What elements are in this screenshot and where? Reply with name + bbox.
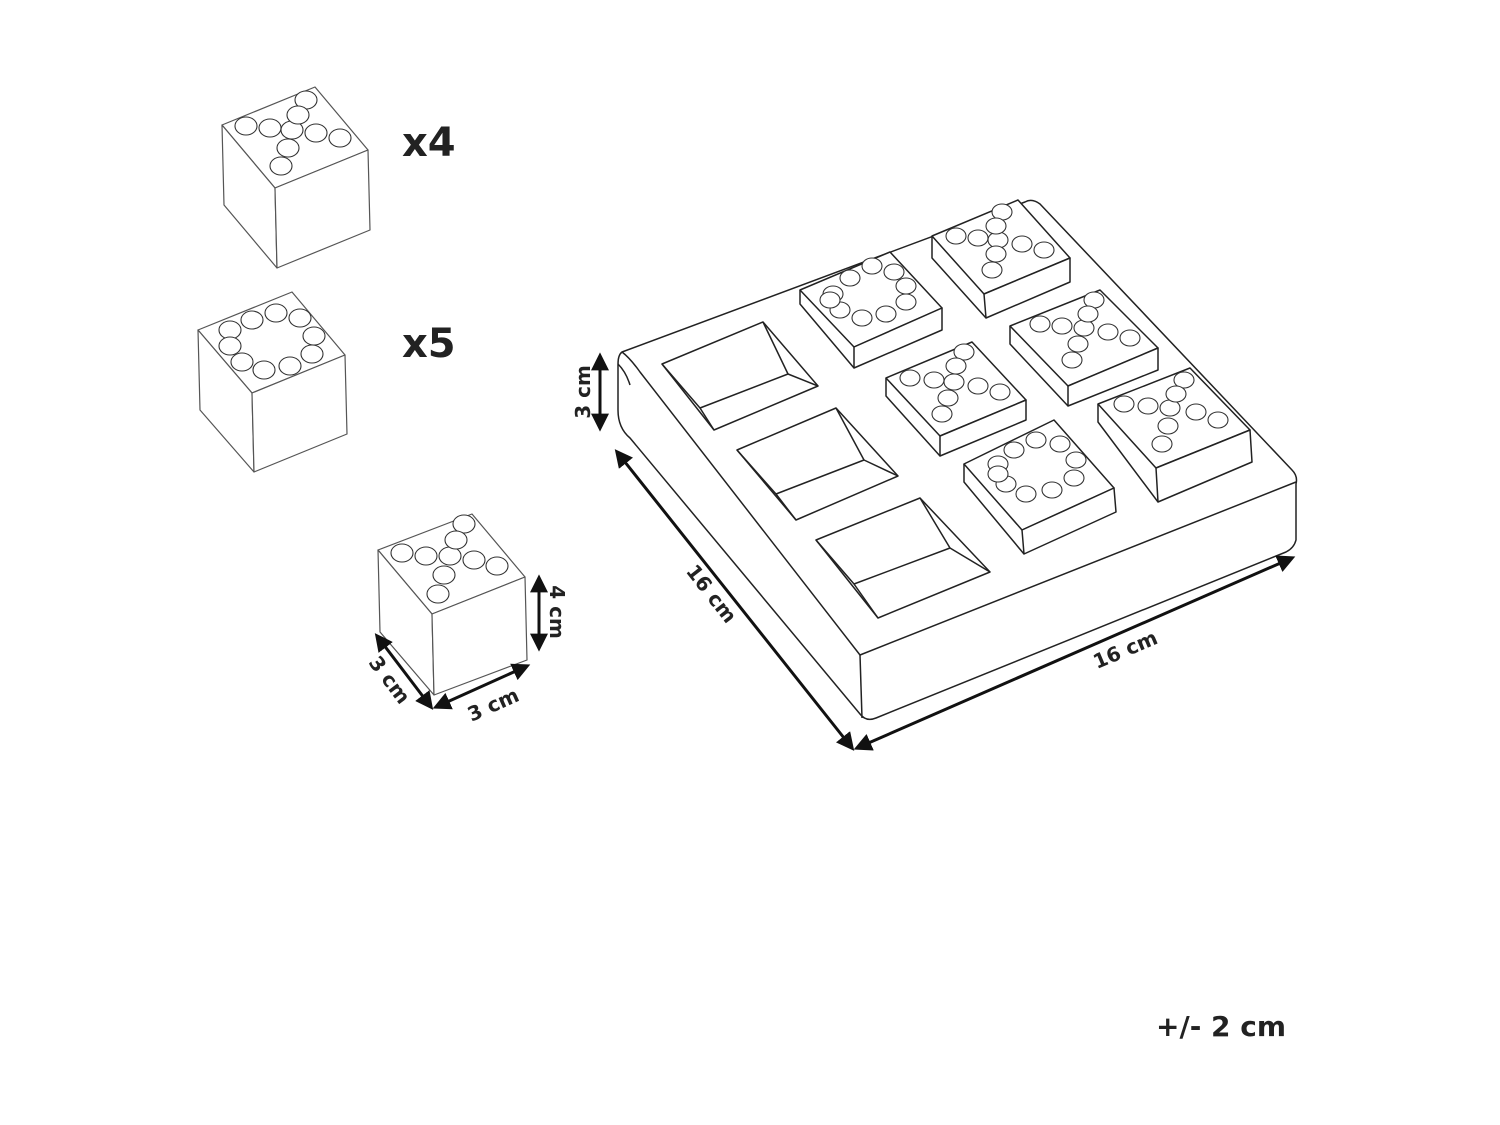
x-dots xyxy=(234,90,352,176)
o-piece-illustration xyxy=(197,291,348,473)
board-o-piece-1 xyxy=(799,251,943,369)
piece-x-dots xyxy=(390,514,509,604)
board-illustration xyxy=(617,199,1298,721)
board-x-piece-2 xyxy=(885,341,1027,457)
board-width-arrow xyxy=(853,555,1296,751)
board-height-label: 3 cm xyxy=(571,365,595,419)
o-dots xyxy=(218,303,326,380)
x-piece-illustration xyxy=(221,86,371,269)
board-x-piece-1 xyxy=(931,199,1071,319)
x-count-label: x4 xyxy=(402,120,456,166)
o-count-label: x5 xyxy=(402,321,456,367)
piece-depth-arrow xyxy=(374,633,434,710)
board-depth-arrow xyxy=(614,449,855,751)
board-width-label: 16 cm xyxy=(1090,625,1162,673)
piece-width-arrow xyxy=(432,663,531,710)
board-slot-empty-1 xyxy=(661,321,819,431)
board-o-piece-2 xyxy=(963,419,1117,555)
board-x-piece-3 xyxy=(1009,289,1159,407)
board-x-piece-4 xyxy=(1097,367,1253,503)
piece-height-label: 4 cm xyxy=(545,585,569,639)
tolerance-label: +/- 2 cm xyxy=(1156,1010,1286,1043)
